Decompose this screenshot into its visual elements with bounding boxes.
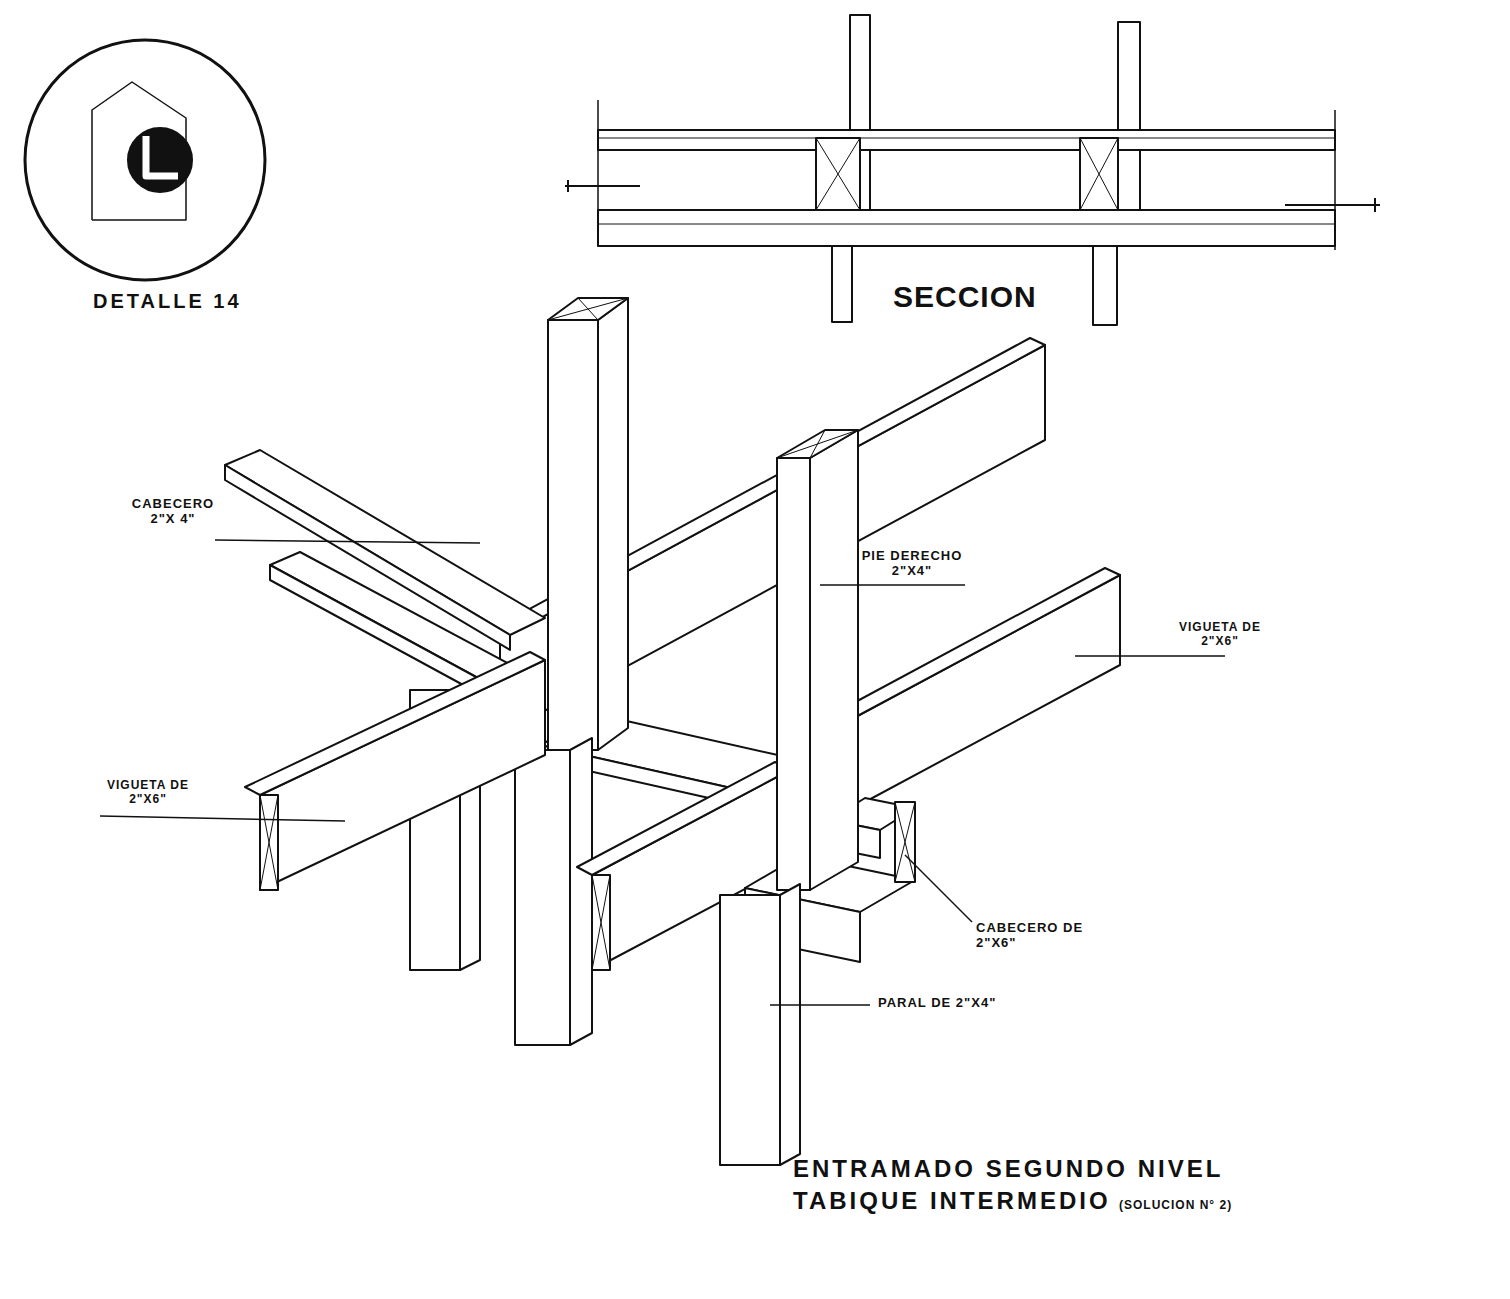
section-drawing — [565, 15, 1380, 325]
part-label: (SOLUCION N° 2) — [1119, 1199, 1232, 1213]
part-label: DETALLE 14 — [93, 290, 242, 313]
part-label: CABECERO DE 2"X6" — [976, 921, 1116, 951]
part-label: VIGUETA DE 2"X6" — [88, 779, 208, 807]
part-label: PARAL DE 2"X4" — [878, 996, 996, 1011]
part-label: SECCION — [893, 280, 1037, 315]
leader-lines — [100, 540, 1225, 1005]
logo — [25, 40, 265, 280]
part-label: PIE DERECHO 2"X4" — [842, 549, 982, 579]
part-label: CABECERO 2"X 4" — [118, 497, 228, 527]
isometric-framing — [225, 298, 1120, 1165]
part-label: VIGUETA DE 2"X6" — [1160, 621, 1280, 649]
